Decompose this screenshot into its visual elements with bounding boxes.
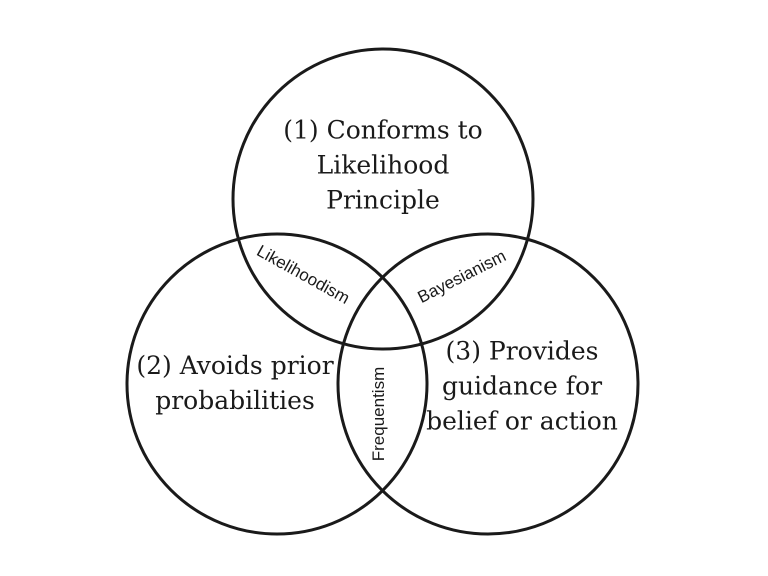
- circle-bottom-right-outline: [336, 232, 640, 536]
- circle-bottom-right-label: (3) Provides guidance for belief or acti…: [426, 336, 618, 436]
- circle-top-label: (1) Conforms to Likelihood Principle: [283, 115, 483, 215]
- overlap-frequentism-label: Frequentism: [369, 366, 388, 462]
- circle-bottom-left-label: (2) Avoids prior probabilities: [136, 351, 334, 415]
- circle-top-outline: [231, 47, 535, 351]
- circle-bottom-left-outline: [125, 232, 429, 536]
